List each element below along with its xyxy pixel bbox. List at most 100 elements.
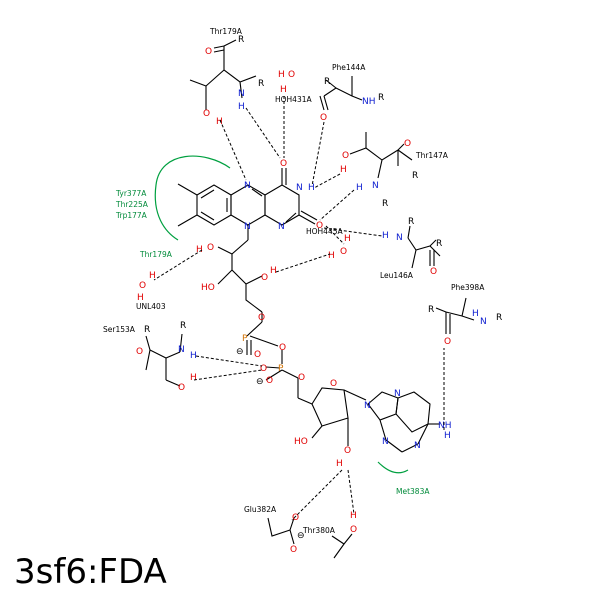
atom-p1: P: [242, 334, 248, 344]
atom-ribityl-o4-h: H: [270, 266, 277, 276]
hydrogen-bonds: [153, 96, 445, 521]
thr147-r2: R: [382, 199, 388, 209]
thr179-top-o: O: [205, 47, 212, 57]
atom-ribityl-o3: HO: [201, 283, 215, 293]
leu146-h: H: [382, 231, 389, 241]
hoh445-o: O: [340, 247, 347, 257]
residue-leu146: [407, 225, 441, 269]
hoh431-o: O: [288, 70, 295, 80]
atom-o4: O: [280, 159, 287, 169]
label-trp177: Trp177A: [115, 211, 148, 220]
phe144-nh: NH: [362, 97, 376, 107]
hoh431-h2: H: [280, 85, 287, 95]
phe398-r1: R: [428, 305, 434, 315]
residue-phe144: [319, 76, 363, 111]
thr179-top-r2: R: [258, 79, 264, 89]
glu382-charge: ⊖: [297, 531, 305, 541]
ser153-o: O: [136, 347, 143, 357]
thr179-top-og-h: H: [216, 117, 223, 127]
phe398-o: O: [444, 337, 451, 347]
residue-glu382: [267, 517, 295, 545]
thr147-nh: H: [356, 183, 363, 193]
phe398-h: H: [472, 309, 479, 319]
label-tyr377: Tyr377A: [115, 189, 147, 198]
label-phe398: Phe398A: [451, 283, 485, 292]
atom-ade-n7: N: [394, 389, 401, 399]
phe144-r1: R: [324, 77, 330, 87]
thr380-h: H: [350, 511, 357, 521]
atom-n3: N: [296, 183, 303, 193]
thr179-top-nh: H: [238, 102, 245, 112]
adenine-ring: [367, 391, 440, 453]
atom-ade-nh-h: H: [444, 431, 451, 441]
leu146-r2: R: [436, 239, 442, 249]
charge-p1: ⊖: [236, 347, 244, 357]
atom-n10: N: [244, 222, 251, 232]
hydrophobic-arc-top: [154, 155, 231, 241]
ser153-r2: R: [180, 321, 186, 331]
unl403-h2: H: [137, 293, 144, 303]
ribityl-chain: [217, 239, 263, 322]
atom-ribityl-o2-h: H: [196, 245, 203, 255]
thr147-o: O: [404, 139, 411, 149]
atom-ribose-o2: O: [344, 446, 351, 456]
glu382-o1: O: [292, 513, 299, 523]
label-thr179-top: Thr179A: [209, 27, 243, 36]
ser153-og-h: H: [190, 373, 197, 383]
phe144-r2: R: [378, 93, 384, 103]
label-hoh445: HOH445A: [306, 227, 343, 236]
atom-p2-o-right: O: [298, 373, 305, 383]
atom-ade-n9: N: [364, 401, 371, 411]
phe144-o: O: [320, 113, 327, 123]
thr179-top-n: N: [238, 89, 245, 99]
phe398-n: N: [480, 317, 487, 327]
charge-p2: ⊖: [256, 377, 264, 387]
leu146-n: N: [396, 233, 403, 243]
ribose-ring: [297, 387, 367, 446]
ser153-r1: R: [144, 325, 150, 335]
residue-thr179-top: [189, 39, 257, 110]
atom-ade-n3: N: [382, 437, 389, 447]
atom-p2: P: [278, 364, 284, 374]
unl403-h1: H: [149, 271, 156, 281]
atom-ade-nh: NH: [438, 421, 452, 431]
thr179-top-og: O: [203, 109, 210, 119]
pyrophosphate: [246, 321, 299, 398]
atom-p1-o-bridge: O: [279, 343, 286, 353]
atom-ade-n1: N: [414, 441, 421, 451]
hoh445-h1: H: [328, 251, 335, 261]
atom-o2: O: [316, 221, 323, 231]
label-thr179-hydrophobic: Thr179A: [139, 250, 173, 259]
thr380-og: O: [350, 525, 357, 535]
residue-thr380: [331, 533, 353, 559]
label-leu146: Leu146A: [380, 271, 414, 280]
ser153-og: O: [178, 383, 185, 393]
thr147-og-h: H: [340, 165, 347, 175]
diagram-title: 3sf6:FDA: [14, 552, 167, 592]
thr147-og: O: [342, 151, 349, 161]
atom-ribose-o3: HO: [294, 437, 308, 447]
label-ser153: Ser153A: [103, 325, 136, 334]
atom-ribityl-o5: O: [258, 313, 265, 323]
atom-ribityl-o2: O: [207, 243, 214, 253]
thr147-r1: R: [412, 171, 418, 181]
residue-ser153: [145, 333, 183, 387]
leu146-o: O: [430, 267, 437, 277]
atom-n3-h: H: [308, 183, 315, 193]
residue-thr147: [349, 132, 413, 179]
atom-ribose-o: O: [330, 379, 337, 389]
label-hoh431: HOH431A: [275, 95, 312, 104]
atom-p2-o-left: O: [260, 364, 267, 374]
label-unl403: UNL403: [136, 302, 166, 311]
thr179-top-r1: R: [238, 35, 244, 45]
label-thr147: Thr147A: [415, 151, 449, 160]
unl403-o: O: [139, 281, 146, 291]
atom-n1: N: [278, 222, 285, 232]
residue-phe398: [435, 297, 475, 334]
atom-ribose-o2-h: H: [336, 459, 343, 469]
hoh431-h1: H: [278, 70, 285, 80]
isoalloxazine-ring: [177, 168, 318, 240]
atom-p2-o-down: O: [266, 376, 273, 386]
label-met383: Met383A: [396, 487, 430, 496]
